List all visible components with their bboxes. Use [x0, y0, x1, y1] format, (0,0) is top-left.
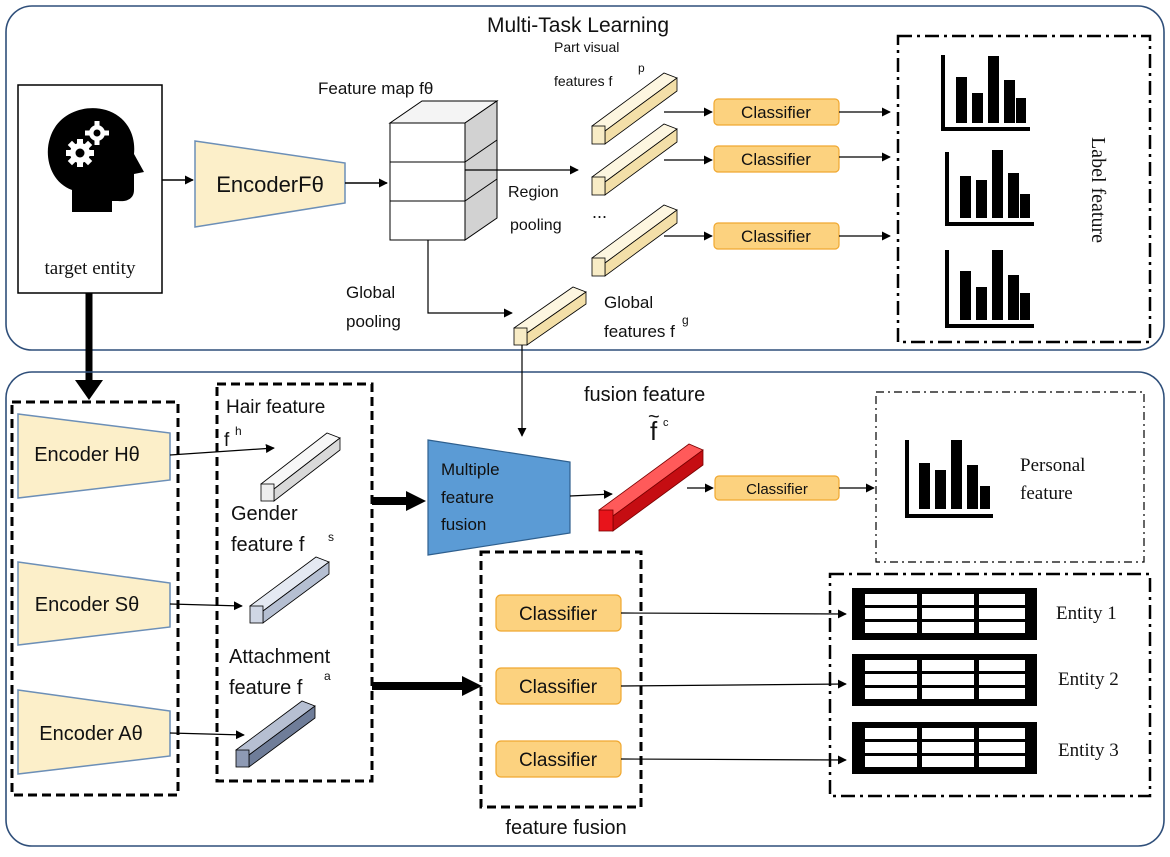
- attachment-feature-sup: a: [324, 669, 331, 683]
- gender-feature-label-1: Gender: [231, 503, 298, 525]
- gender-feature-sup: s: [328, 530, 334, 544]
- multiple-feature-fusion-block: [427, 439, 571, 556]
- bar-chart-icon-personal: [905, 440, 993, 518]
- svg-text:Classifier: Classifier: [741, 227, 811, 246]
- encoder-f-label: EncoderFθ: [216, 172, 324, 197]
- feature-fusion-box: [479, 550, 643, 809]
- group-classifier-2: Classifier: [495, 667, 622, 705]
- svg-text:Classifier: Classifier: [741, 150, 811, 169]
- feature-fusion-label: feature fusion: [505, 817, 626, 839]
- svg-text:Encoder Aθ: Encoder Aθ: [39, 723, 142, 745]
- personal-feature-label-1: Personal: [1020, 455, 1085, 476]
- bottom-panel: [5, 371, 1165, 847]
- global-features-label-1: Global: [604, 293, 653, 312]
- top-classifier-2: Classifier: [713, 145, 840, 173]
- encoder-a-block: Encoder Aθ: [17, 689, 171, 775]
- multi-task-panel: [5, 5, 1165, 351]
- entity-label-3: Entity 3: [1058, 740, 1119, 761]
- arrow-encoder-s-to-gender: [169, 601, 243, 611]
- fusion-feature-symbol: f: [650, 416, 658, 446]
- arrow-group-classifier-2-out: [620, 679, 847, 689]
- encoder-h-block: Encoder Hθ: [17, 413, 171, 499]
- top-classifier-3: Classifier: [713, 222, 840, 250]
- entity-table-icon-2: [852, 654, 1037, 706]
- global-pooling-label-2: pooling: [346, 312, 401, 331]
- encoder-f-block: [194, 140, 346, 228]
- svg-text:Classifier: Classifier: [741, 103, 811, 122]
- fusion-classifier: Classifier: [714, 475, 840, 501]
- arrow-fusion-to-bar: [569, 489, 613, 499]
- svg-text:Classifier: Classifier: [519, 677, 598, 698]
- region-pooling-label-1: Region: [508, 184, 559, 201]
- fusion-block-line-1: Multiple: [441, 460, 500, 479]
- personal-feature-box: [875, 391, 1145, 563]
- attachment-feature-bar: [235, 700, 316, 768]
- top-classifier-1: Classifier: [713, 98, 840, 126]
- bar-chart-icon-1: [941, 55, 1030, 131]
- arrow-group-classifier-3-out: [620, 755, 847, 765]
- region-pooling-label-2: pooling: [510, 217, 562, 234]
- attachment-feature-label-1: Attachment: [229, 646, 331, 668]
- arrow-group-classifier-1-out: [620, 609, 847, 619]
- part-visual-label-2: features f: [554, 73, 612, 89]
- svg-text:Classifier: Classifier: [519, 604, 598, 625]
- part-visual-sup: p: [638, 61, 645, 75]
- hair-feature-f: f: [224, 430, 230, 451]
- global-feature-bar: [513, 286, 587, 346]
- label-feature-box: [896, 34, 1152, 344]
- part-visual-label-1: Part visual: [554, 39, 619, 55]
- bar-chart-icon-2: [945, 150, 1034, 226]
- entity-label-1: Entity 1: [1056, 603, 1117, 624]
- part-feature-bar-1: [591, 72, 678, 145]
- attachment-feature-label-2: feature f: [229, 677, 303, 699]
- part-feature-bar-3: [591, 204, 678, 277]
- encoder-s-block: Encoder Sθ: [17, 561, 171, 646]
- arrow-encoder-a-to-attach: [169, 730, 245, 740]
- part-feature-bar-2: [591, 123, 678, 196]
- target-entity-label: target entity: [45, 258, 136, 279]
- bar-chart-icon-3: [945, 250, 1034, 328]
- features-group-box: [215, 382, 374, 783]
- personal-feature-label-2: feature: [1020, 483, 1073, 504]
- group-classifier-1: Classifier: [495, 594, 622, 632]
- fusion-feature-sup: c: [663, 417, 669, 429]
- svg-text:Classifier: Classifier: [519, 750, 598, 771]
- feature-map-label: Feature map fθ: [318, 79, 433, 98]
- hair-feature-label: Hair feature: [226, 397, 325, 418]
- part-ellipsis: ...: [592, 202, 607, 222]
- arrow-features-to-classifiers-head: [462, 676, 482, 696]
- entity-table-icon-3: [852, 722, 1037, 774]
- arrow-target-to-encoders-head: [75, 380, 103, 400]
- svg-text:Encoder Sθ: Encoder Sθ: [35, 594, 140, 616]
- global-pooling-label-1: Global: [346, 283, 395, 302]
- hair-feature-sup: h: [235, 424, 242, 438]
- global-features-label-2: features f: [604, 322, 675, 341]
- arrow-global-pooling: [427, 240, 513, 318]
- svg-text:Encoder Hθ: Encoder Hθ: [34, 444, 140, 466]
- entities-box: [828, 572, 1152, 798]
- global-features-sup: g: [682, 313, 689, 327]
- hair-feature-bar: [260, 432, 341, 502]
- multi-task-title: Multi-Task Learning: [487, 14, 669, 37]
- group-classifier-3: Classifier: [495, 740, 622, 778]
- entity-table-icon-1: [852, 588, 1037, 640]
- svg-text:Classifier: Classifier: [746, 481, 808, 498]
- arrow-features-to-fusion-head: [406, 491, 426, 511]
- gender-feature-bar: [249, 556, 330, 624]
- fusion-feature-label: fusion feature: [584, 384, 705, 406]
- fusion-feature-bar: [598, 443, 704, 532]
- fusion-block-line-2: feature: [441, 488, 494, 507]
- fusion-feature-tilde: ~: [648, 406, 660, 428]
- gender-feature-label-2: feature f: [231, 534, 305, 556]
- label-feature-text: Label feature: [1087, 137, 1109, 243]
- head-gears-icon: [47, 108, 144, 212]
- entity-label-2: Entity 2: [1058, 669, 1119, 690]
- arrow-encoder-h-to-hair: [169, 444, 275, 456]
- fusion-block-line-3: fusion: [441, 515, 486, 534]
